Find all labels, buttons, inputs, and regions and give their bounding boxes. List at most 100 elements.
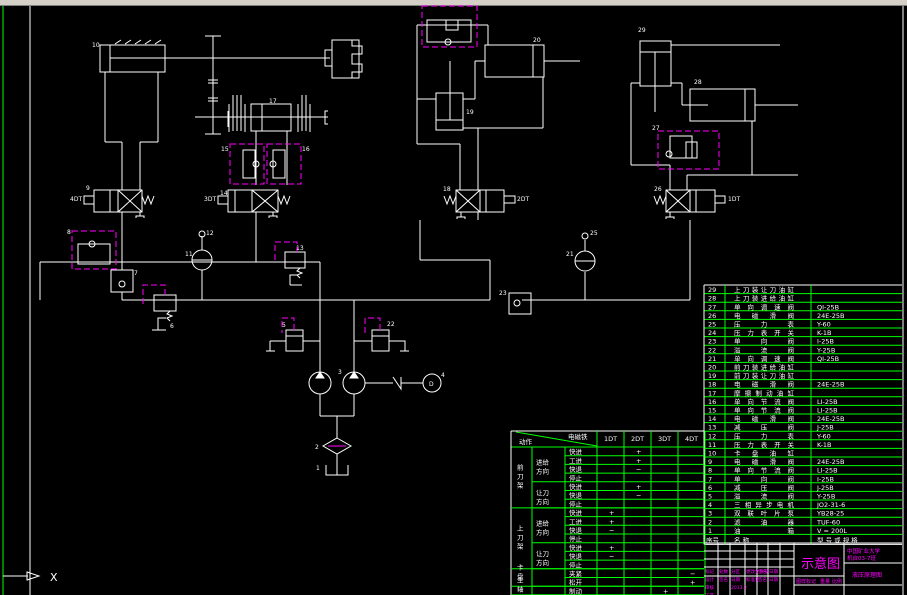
label-11: 11 (185, 251, 193, 258)
label-20: 20 (533, 37, 541, 44)
solenoid-4dt: 4DT (70, 196, 82, 203)
label-3: 3 (338, 369, 342, 376)
action-op: 停止 (569, 473, 583, 482)
label-15: 15 (221, 146, 229, 153)
parts-name: 三相异步电机 (734, 500, 795, 509)
reducing-valve-13 (284, 251, 306, 286)
action-op: 快进 (569, 482, 583, 491)
parts-no: 13 (708, 424, 716, 432)
solenoid-header: 电磁铁 (568, 432, 588, 441)
parts-name: 卡盘油缸 (734, 449, 795, 458)
parts-name: 单向节流阀 (734, 397, 794, 406)
hydraulic-circuit (39, 19, 798, 476)
parts-no: 14 (708, 415, 716, 423)
parts-model: Y-60 (816, 321, 831, 329)
action-op: 停止 (569, 560, 583, 569)
parts-model: 24E-25B (817, 415, 844, 423)
pilot-13 (274, 241, 298, 260)
parts-name: 压力表开关 (734, 328, 795, 337)
parts-model: K-1B (817, 441, 832, 449)
action-state: − (609, 527, 614, 535)
action-sub-label: 让刀 (536, 488, 549, 497)
action-group-label: 刀 (517, 533, 524, 541)
solenoid-valve-14 (217, 189, 291, 262)
class-name: 机自03-7班 (847, 554, 876, 562)
sign-cell: 签名 (758, 568, 767, 575)
check-valve-7 (110, 269, 134, 300)
cylinder-19 (417, 60, 485, 131)
action-row: 快退− (565, 552, 704, 561)
solenoid-col-header: 4DT (685, 435, 698, 443)
action-group-label: 盘 (517, 572, 524, 581)
housing-21 (421, 5, 478, 48)
parts-no: 28 (708, 295, 716, 303)
label-5: 5 (282, 322, 286, 329)
parts-name: 压力表 (734, 320, 795, 329)
parts-model: K-1B (817, 329, 832, 337)
parts-no: 11 (708, 441, 716, 449)
action-state: + (609, 518, 614, 526)
parts-no: 10 (708, 450, 716, 458)
parts-model: Y-25B (816, 346, 835, 354)
label-16: 16 (302, 146, 310, 153)
pilot-6 (142, 284, 166, 304)
action-state: + (636, 483, 641, 491)
action-op: 快进 (569, 447, 583, 456)
action-op: 工进 (569, 457, 583, 465)
sign-cell: 审核 (705, 584, 714, 591)
action-group-label: 前 (517, 462, 524, 471)
sign-cell: 处数 (719, 568, 728, 575)
ucs-x-label: X (50, 571, 58, 584)
cylinder-29 (630, 40, 780, 166)
title-field: 比例 (832, 578, 842, 585)
parts-name: 单向阀 (734, 337, 794, 346)
parts-no: 20 (708, 364, 716, 372)
label-2: 2 (315, 444, 319, 451)
action-row: 停止 (565, 499, 704, 509)
cylinder-28 (686, 88, 798, 190)
label-25: 25 (590, 230, 598, 237)
parts-no: 5 (708, 493, 712, 501)
parts-name: 前刀装进给油缸 (734, 363, 795, 372)
action-group-label: 主 (517, 576, 524, 585)
action-op: 快进 (569, 543, 583, 552)
solenoid-col-header: 2DT (631, 435, 644, 443)
parts-model: V = 200L (817, 527, 847, 535)
sign-cell: 2013.3 (731, 585, 747, 591)
tank-1 (325, 465, 349, 476)
action-state: + (663, 587, 668, 595)
parts-name: 上刀装让刀油缸 (734, 285, 795, 294)
action-state: − (690, 570, 695, 578)
action-sub-label: 进给 (536, 518, 550, 527)
parts-name: 电磁滑阀 (734, 457, 794, 466)
parts-no: 12 (708, 432, 716, 440)
parts-no: 16 (708, 398, 716, 406)
left-pressure-lines (39, 220, 321, 372)
drawing-name: 液压原理图 (852, 571, 882, 579)
title-block: 示意图中国矿业大学机自03-7班液压原理图图样标记重量比例标记处数分区更改文件号… (704, 542, 902, 595)
parts-row: 20 前刀装进给油缸 (704, 363, 902, 372)
action-sub-label: 进给 (536, 457, 550, 466)
parts-name: 电磁滑阀 (734, 414, 794, 423)
solenoid-3dt: 3DT (204, 196, 216, 203)
parts-name: 压力表 (734, 431, 795, 440)
action-row: 快退− (565, 491, 704, 500)
action-op: 松开 (569, 578, 583, 587)
action-group-label: 刀 (517, 472, 524, 480)
label-17: 17 (269, 98, 277, 105)
label-14: 14 (220, 190, 228, 197)
parts-no: 19 (708, 372, 716, 380)
parts-name: 减压阀 (734, 483, 794, 492)
action-row: 松开+ (565, 578, 704, 587)
right-pressure-lines (419, 220, 691, 301)
label-19: 19 (466, 109, 474, 116)
housing-15 (229, 143, 265, 185)
